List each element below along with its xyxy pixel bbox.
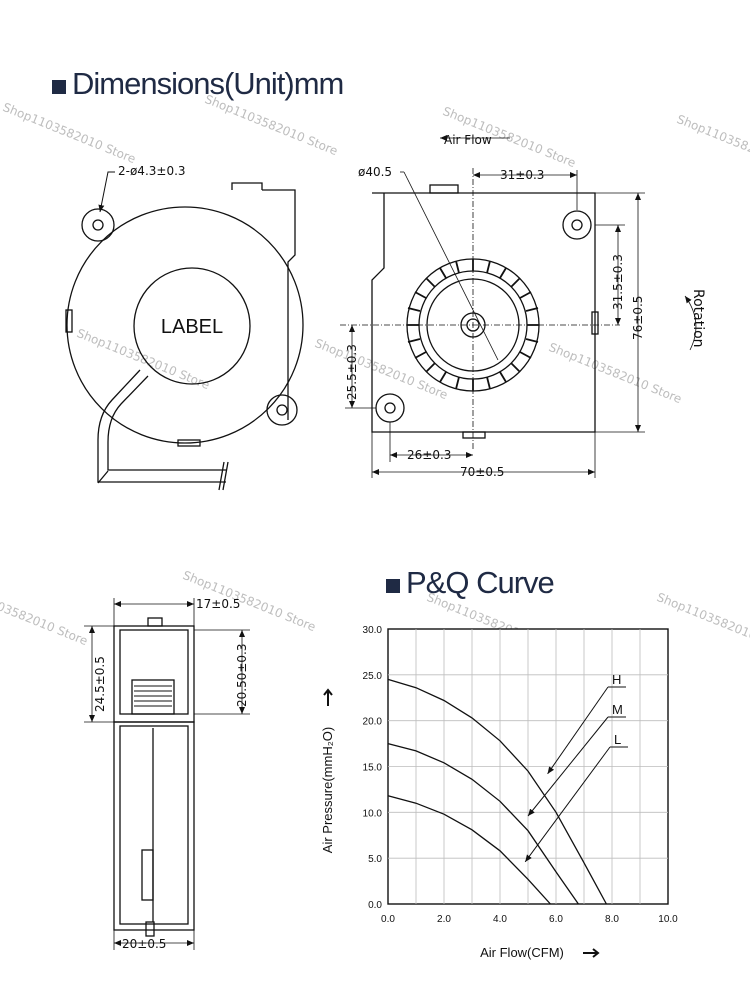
x-tick-label: 10.0 [658, 914, 678, 925]
square-bullet-icon [386, 579, 400, 593]
y-tick-label: 0.0 [368, 900, 382, 911]
curve-label-l: L [614, 732, 621, 747]
front-view [65, 182, 304, 491]
dimensions-heading: Dimensions(Unit)mm [52, 66, 344, 102]
dim-24-5-label: 24.5±0.5 [93, 656, 107, 712]
y-tick-label: 10.0 [363, 808, 383, 819]
x-tick-label: 8.0 [605, 914, 619, 925]
pq-curve-heading: P&Q Curve [386, 565, 555, 601]
dim-76-label: 76±0.5 [631, 296, 645, 340]
y-tick-label: 25.0 [363, 671, 383, 682]
dim-17-label: 17±0.5 [196, 597, 240, 611]
curve-l [387, 795, 551, 905]
dim-31-5-label: 31.5±0.3 [611, 254, 625, 310]
dimensions-title: Dimensions(Unit)mm [72, 66, 344, 101]
curve-h [387, 678, 607, 905]
impeller-blades [407, 259, 539, 391]
curve-m [387, 742, 579, 905]
pq-chart: 0.0 2.0 4.0 6.0 8.0 10.0 0.0 5.0 10.0 15.0 20.0 25.… [363, 625, 679, 925]
y-tick-label: 20.0 [363, 717, 383, 728]
dim-25-5-label: 25.5±0.3 [345, 344, 359, 400]
x-tick-label: 6.0 [549, 914, 563, 925]
x-tick-label: 0.0 [381, 914, 395, 925]
diameter-label: ø40.5 [358, 165, 392, 179]
rotation-label: Rotation [690, 289, 706, 348]
y-tick-label: 5.0 [368, 854, 382, 865]
dim-70-label: 70±0.5 [460, 465, 504, 479]
dim-20-label: 20±0.5 [122, 937, 166, 951]
leader-line [98, 171, 115, 213]
dim-31-label: 31±0.3 [500, 168, 544, 182]
y-tick-label: 30.0 [363, 625, 383, 636]
x-axis-arrow-icon [583, 948, 600, 958]
square-bullet-icon [52, 80, 66, 94]
dim-20-50-label: 20.50±0.3 [235, 644, 249, 708]
pq-curve-title: P&Q Curve [406, 565, 555, 600]
curve-label-leader [527, 716, 609, 817]
side-view [371, 184, 599, 439]
x-tick-label: 2.0 [437, 914, 451, 925]
dim-26-label: 26±0.3 [407, 448, 451, 462]
y-tick-label: 15.0 [363, 763, 383, 774]
airflow-label: Air Flow [444, 133, 492, 147]
edge-dimension-lines [84, 598, 250, 950]
curve-label-m: M [612, 702, 623, 717]
curve-label-leader [524, 746, 611, 863]
dimension-lines [345, 135, 697, 478]
edge-view [113, 617, 195, 937]
x-tick-label: 4.0 [493, 914, 507, 925]
y-axis-arrow-icon [323, 688, 333, 706]
curve-label-h: H [612, 672, 621, 687]
holes-dimension: 2-ø4.3±0.3 [118, 164, 186, 178]
edge-fins [134, 685, 172, 707]
chart-x-axis-label: Air Flow(CFM) [480, 945, 564, 960]
chart-y-axis-label: Air Pressure(mmH₂O) [320, 727, 335, 853]
label-text: LABEL [161, 316, 223, 338]
center-lines [340, 168, 620, 450]
curve-label-leader [547, 686, 609, 775]
